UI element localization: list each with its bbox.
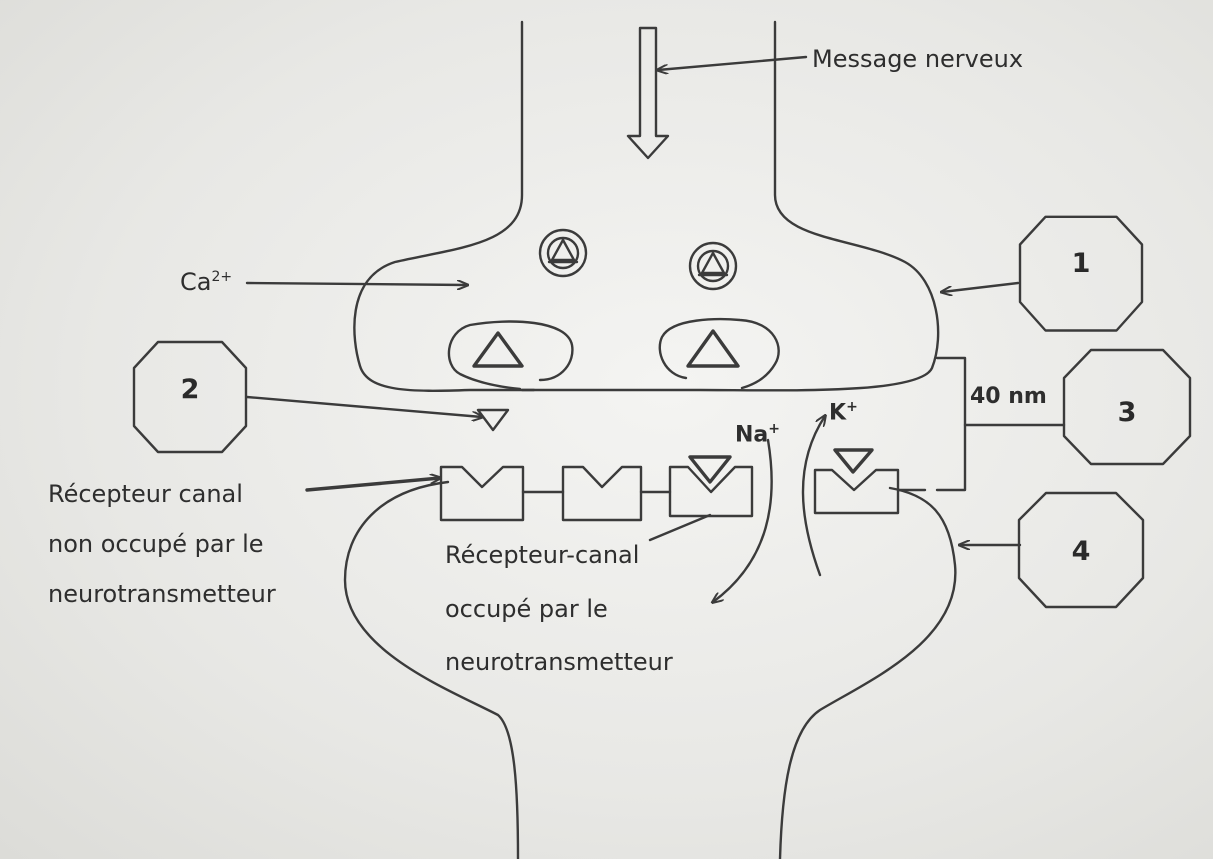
sodium-influx-arrow: [713, 438, 773, 602]
potassium-efflux-arrow: [801, 416, 825, 577]
svg-text:3: 3: [1118, 397, 1137, 428]
receptor-channel-bound: [668, 455, 754, 518]
synaptic-vesicle: [538, 228, 588, 278]
potassium-label: K+: [829, 399, 858, 426]
marker-4: 4: [1017, 491, 1145, 609]
exocytosis-vesicle: [447, 320, 574, 392]
postsynaptic-membrane: [343, 480, 520, 859]
synaptic-vesicle: [688, 241, 738, 291]
marker-1: 1: [1018, 215, 1144, 332]
svg-text:2: 2: [181, 374, 200, 405]
sodium-label: Na+: [735, 421, 780, 448]
marker-3: 3: [1062, 348, 1192, 466]
message-label: Message nerveux: [812, 45, 1024, 73]
message-pointer-line: [658, 55, 808, 70]
receptor-channel-free: [561, 465, 643, 522]
calcium-label: Ca2+: [180, 268, 233, 296]
marker-2: 2: [132, 340, 248, 454]
distance-label: 40 nm: [970, 384, 1047, 409]
nerve-impulse-arrow: [626, 26, 670, 160]
exocytosis-vesicle: [658, 317, 780, 390]
cleft-width-bracket: [935, 356, 967, 492]
svg-text:1: 1: [1072, 248, 1091, 279]
receptor-channel-bound: [813, 448, 900, 515]
neurotransmitter-molecule: [476, 408, 510, 432]
svg-text:4: 4: [1072, 536, 1091, 567]
receptor-channel-free: [439, 465, 525, 522]
presynaptic-membrane: [353, 20, 940, 392]
